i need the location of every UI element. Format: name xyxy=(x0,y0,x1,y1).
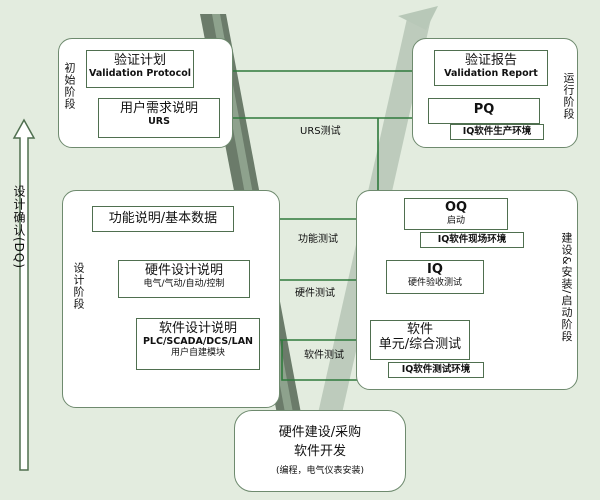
urs-box[interactable]: 用户需求说明 URS xyxy=(98,98,220,138)
dq-label: 设计确认(DQ) xyxy=(12,185,26,270)
urs-subtitle: URS xyxy=(148,115,170,127)
build-line-2: 软件开发 xyxy=(293,444,346,459)
dq-arrow xyxy=(12,118,36,471)
software-design-subtitle: PLC/SCADA/DCS/LAN xyxy=(142,335,254,347)
build-line-3: (编程，电气仪表安装) xyxy=(275,466,365,476)
oq-title: OQ xyxy=(444,200,468,215)
urs-title: 用户需求说明 xyxy=(119,101,198,116)
software-test-env-box: IQ软件测试环境 xyxy=(388,362,484,378)
functional-spec-title: 功能说明/基本数据 xyxy=(108,211,218,226)
build-line-1: 硬件建设/采购 xyxy=(278,425,362,440)
pq-title: PQ xyxy=(473,102,495,117)
initial-phase-label: 初始阶段 xyxy=(63,62,76,110)
oq-subtitle: 启动 xyxy=(446,215,465,226)
hardware-test-label: 硬件测试 xyxy=(295,288,335,299)
build-phase-label: 建设&安装/启动阶段 xyxy=(560,232,573,343)
design-phase-label: 设计阶段 xyxy=(72,262,85,310)
software-design-title: 软件设计说明 xyxy=(158,321,237,336)
validation-protocol-box[interactable]: 验证计划 Validation Protocol xyxy=(86,50,194,88)
oq-env-box: IQ软件现场环境 xyxy=(420,232,524,248)
validation-protocol-subtitle: Validation Protocol xyxy=(88,67,192,79)
software-test-subtitle: 单元/综合测试 xyxy=(378,336,462,352)
build-development-panel[interactable]: 硬件建设/采购 软件开发 (编程，电气仪表安装) xyxy=(234,410,406,492)
iq-box[interactable]: IQ 硬件验收测试 xyxy=(386,260,484,294)
validation-report-title: 验证报告 xyxy=(464,53,517,68)
software-design-note: 用户自建模块 xyxy=(170,347,225,358)
connector-swtest-bottom xyxy=(281,340,372,381)
right-v-arrow-head xyxy=(398,6,438,30)
oq-box[interactable]: OQ 启动 xyxy=(404,198,508,230)
software-test-title: 软件 xyxy=(406,322,433,337)
hardware-design-subtitle: 电气/气动/自动/控制 xyxy=(143,278,225,289)
validation-report-subtitle: Validation Report xyxy=(444,67,538,79)
software-test-label: 软件测试 xyxy=(304,350,344,361)
hardware-design-box[interactable]: 硬件设计说明 电气/气动/自动/控制 xyxy=(118,260,250,298)
validation-report-box[interactable]: 验证报告 Validation Report xyxy=(434,50,548,86)
urs-test-label: URS测试 xyxy=(300,126,341,137)
pq-env-box: IQ软件生产环境 xyxy=(450,124,544,140)
functional-test-label: 功能测试 xyxy=(298,234,338,245)
iq-title: IQ xyxy=(427,262,443,277)
hardware-design-title: 硬件设计说明 xyxy=(144,263,223,278)
software-test-box[interactable]: 软件 单元/综合测试 xyxy=(370,320,470,360)
iq-subtitle: 硬件验收测试 xyxy=(407,277,462,288)
software-design-box[interactable]: 软件设计说明 PLC/SCADA/DCS/LAN 用户自建模块 xyxy=(136,318,260,370)
functional-spec-box[interactable]: 功能说明/基本数据 xyxy=(92,206,234,232)
validation-protocol-title: 验证计划 xyxy=(113,53,166,68)
pq-box[interactable]: PQ xyxy=(428,98,540,124)
run-phase-label: 运行阶段 xyxy=(562,72,575,120)
